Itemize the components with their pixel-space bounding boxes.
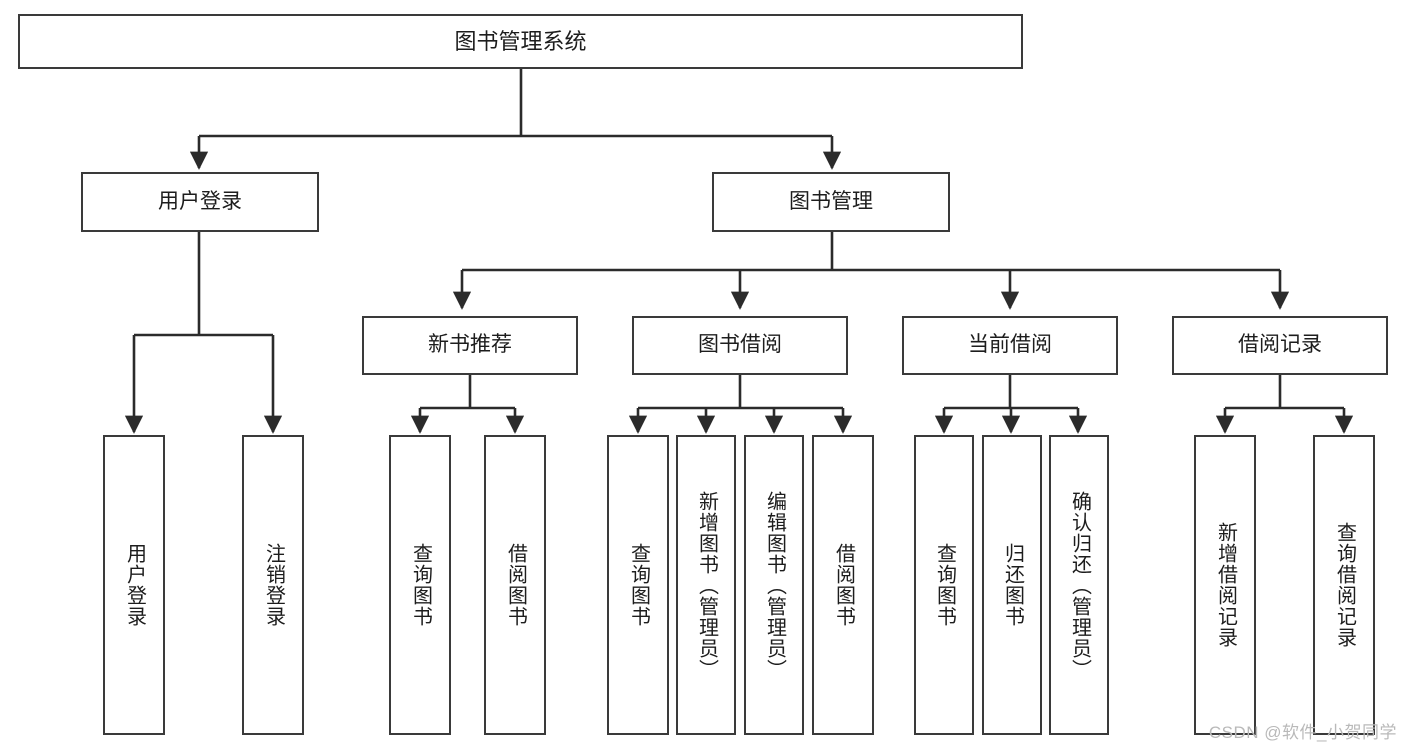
node-borrow-record[interactable]: 借阅记录 xyxy=(1172,316,1388,375)
node-leaf-borrow-book-2-label: 借阅图书 xyxy=(832,543,855,627)
node-book-borrow-label: 图书借阅 xyxy=(698,333,782,357)
node-leaf-add-book[interactable]: 新增图书（管理员） xyxy=(676,435,736,735)
node-book-mgmt[interactable]: 图书管理 xyxy=(712,172,950,232)
node-leaf-query-book-2[interactable]: 查询图书 xyxy=(607,435,669,735)
node-leaf-confirm-return-label: 确认归还（管理员） xyxy=(1068,490,1091,680)
node-leaf-borrow-book-1-label: 借阅图书 xyxy=(504,543,527,627)
node-new-book-rec[interactable]: 新书推荐 xyxy=(362,316,578,375)
node-book-borrow[interactable]: 图书借阅 xyxy=(632,316,848,375)
node-leaf-borrow-book-2[interactable]: 借阅图书 xyxy=(812,435,874,735)
node-leaf-edit-book-label: 编辑图书（管理员） xyxy=(763,490,786,680)
node-leaf-query-book-1-label: 查询图书 xyxy=(409,543,432,627)
node-leaf-return-book[interactable]: 归还图书 xyxy=(982,435,1042,735)
node-book-mgmt-label: 图书管理 xyxy=(789,189,873,213)
node-leaf-add-record[interactable]: 新增借阅记录 xyxy=(1194,435,1256,735)
node-leaf-edit-book[interactable]: 编辑图书（管理员） xyxy=(744,435,804,735)
node-user-login[interactable]: 用户登录 xyxy=(81,172,319,232)
node-current-borrow-label: 当前借阅 xyxy=(968,333,1052,357)
node-leaf-query-book-2-label: 查询图书 xyxy=(627,543,650,627)
node-leaf-add-record-label: 新增借阅记录 xyxy=(1214,522,1237,648)
node-leaf-query-book-3[interactable]: 查询图书 xyxy=(914,435,974,735)
node-leaf-query-record-label: 查询借阅记录 xyxy=(1333,522,1356,648)
node-leaf-query-book-3-label: 查询图书 xyxy=(933,543,956,627)
node-leaf-user-login-label: 用户登录 xyxy=(123,543,146,627)
node-leaf-logout[interactable]: 注销登录 xyxy=(242,435,304,735)
node-new-book-rec-label: 新书推荐 xyxy=(428,333,512,357)
node-leaf-logout-label: 注销登录 xyxy=(262,543,285,627)
node-leaf-borrow-book-1[interactable]: 借阅图书 xyxy=(484,435,546,735)
node-leaf-confirm-return[interactable]: 确认归还（管理员） xyxy=(1049,435,1109,735)
node-root[interactable]: 图书管理系统 xyxy=(18,14,1023,69)
node-leaf-user-login[interactable]: 用户登录 xyxy=(103,435,165,735)
node-leaf-query-book-1[interactable]: 查询图书 xyxy=(389,435,451,735)
node-borrow-record-label: 借阅记录 xyxy=(1238,333,1322,357)
node-leaf-add-book-label: 新增图书（管理员） xyxy=(695,490,718,680)
node-current-borrow[interactable]: 当前借阅 xyxy=(902,316,1118,375)
node-root-label: 图书管理系统 xyxy=(454,28,587,54)
node-user-login-label: 用户登录 xyxy=(158,189,242,213)
node-leaf-query-record[interactable]: 查询借阅记录 xyxy=(1313,435,1375,735)
csdn-watermark: CSDN @软件_小贺同学 xyxy=(1208,723,1397,742)
node-leaf-return-book-label: 归还图书 xyxy=(1001,543,1024,627)
